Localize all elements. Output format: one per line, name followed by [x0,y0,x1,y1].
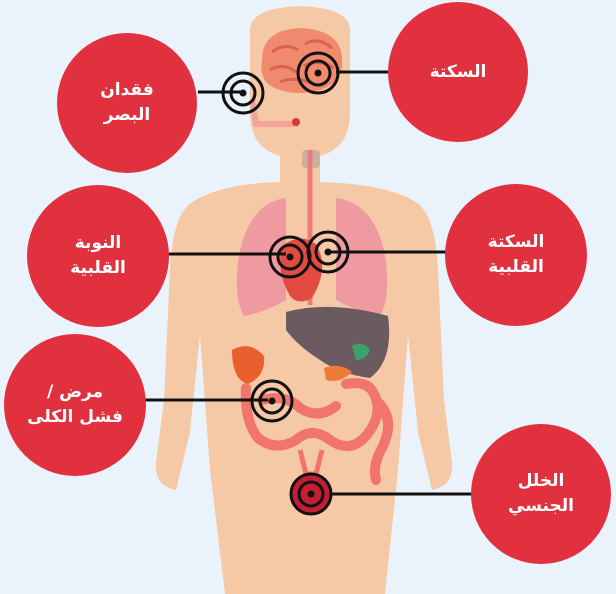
callout-vision-loss-line2: البصر [100,103,154,128]
callout-heart-attack: النوبة القلبية [27,185,169,327]
callout-cardiac-arrest: السكتة القلبية [445,184,587,326]
callout-cardiac-arrest-line2: القلبية [488,255,545,280]
callout-sexual-dysfunction-line1: الخلل [508,469,574,494]
callout-kidney-disease-line2: فشل الكلى [27,405,123,430]
callout-sexual-dysfunction: الخلل الجنسي [471,424,611,564]
callout-vision-loss-line1: فقدان [100,78,154,103]
callout-kidney-disease-line1: مرض / [27,380,123,405]
callout-heart-attack-line1: النوبة [70,231,126,256]
callout-vision-loss: فقدان البصر [57,33,197,173]
callout-sexual-dysfunction-line2: الجنسي [508,494,574,519]
callout-stroke: السكتة [388,2,528,142]
callout-kidney-disease: مرض / فشل الكلى [4,334,146,476]
callout-stroke-line1: السكتة [430,60,487,85]
callout-cardiac-arrest-line1: السكتة [488,230,545,255]
callout-heart-attack-line2: القلبية [70,256,126,281]
target-icon [291,474,331,514]
